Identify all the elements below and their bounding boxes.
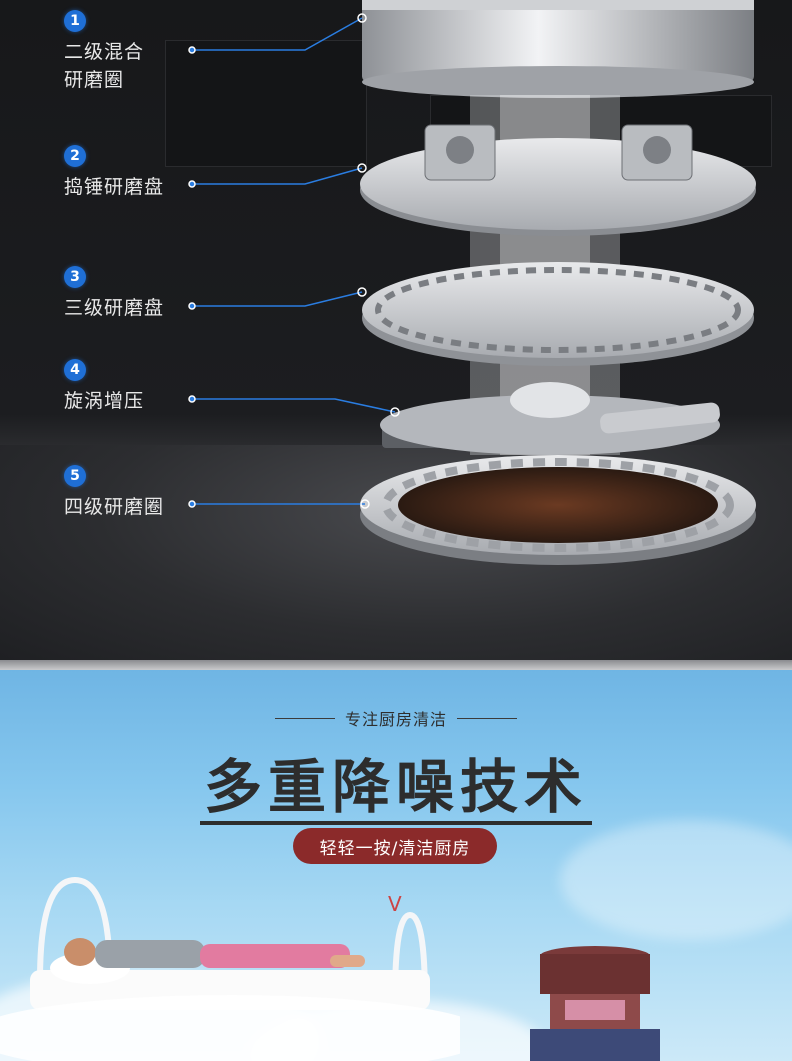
label-vortex-booster: 4 旋涡增压 xyxy=(64,359,144,415)
divider-rule xyxy=(457,717,517,719)
step-number-badge: 4 xyxy=(64,359,86,381)
background-cabinet xyxy=(165,40,367,167)
step-number-badge: 3 xyxy=(64,266,86,288)
label-text: 三级研磨盘 xyxy=(64,297,165,319)
banner-subtitle: 专注厨房清洁 xyxy=(344,710,447,729)
label-fourth-ring: 5 四级研磨圈 xyxy=(64,465,164,521)
disposer-unit-illustration xyxy=(530,946,660,1061)
section-divider xyxy=(0,660,792,670)
subtitle-row: 专注厨房清洁 xyxy=(0,706,792,730)
label-hammer-plate: 2 捣锤研磨盘 xyxy=(64,145,164,201)
divider-rule xyxy=(274,717,335,719)
label-text: 捣锤研磨盘 xyxy=(64,176,165,198)
label-text: 二级混合 研磨圈 xyxy=(64,41,145,91)
grinder-illustration xyxy=(188,0,756,565)
label-third-plate: 3 三级研磨盘 xyxy=(64,266,164,322)
exploded-view-section: 1 二级混合 研磨圈 2 捣锤研磨盘 3 三级研磨盘 4 旋涡增压 5 四级研磨… xyxy=(0,0,792,668)
chevron-down-icon: V xyxy=(388,892,402,916)
step-number-badge: 1 xyxy=(64,10,86,32)
label-text: 四级研磨圈 xyxy=(64,496,165,518)
label-text: 旋涡增压 xyxy=(64,390,145,412)
mixing-ring-cylinder xyxy=(362,0,754,98)
headline-text: 多重降噪技术 xyxy=(199,753,592,825)
fourth-grinding-ring xyxy=(360,455,756,565)
vortex-impeller xyxy=(380,382,720,455)
callout-dots xyxy=(188,13,400,509)
label-mixing-ring: 1 二级混合 研磨圈 xyxy=(64,10,144,94)
slogan-pill: 轻轻一按/清洁厨房 xyxy=(293,828,497,864)
step-number-badge: 2 xyxy=(64,145,86,167)
sleeping-woman-illustration xyxy=(0,876,460,1061)
cloud xyxy=(560,820,792,940)
callout-lines xyxy=(192,17,396,505)
step-number-badge: 5 xyxy=(64,465,86,487)
banner-headline: 多重降噪技术 xyxy=(0,740,792,825)
hammer-grinding-plate xyxy=(360,124,756,236)
third-grinding-plate xyxy=(362,262,754,366)
noise-reduction-banner: 专注厨房清洁 多重降噪技术 轻轻一按/清洁厨房 V xyxy=(0,670,792,1061)
